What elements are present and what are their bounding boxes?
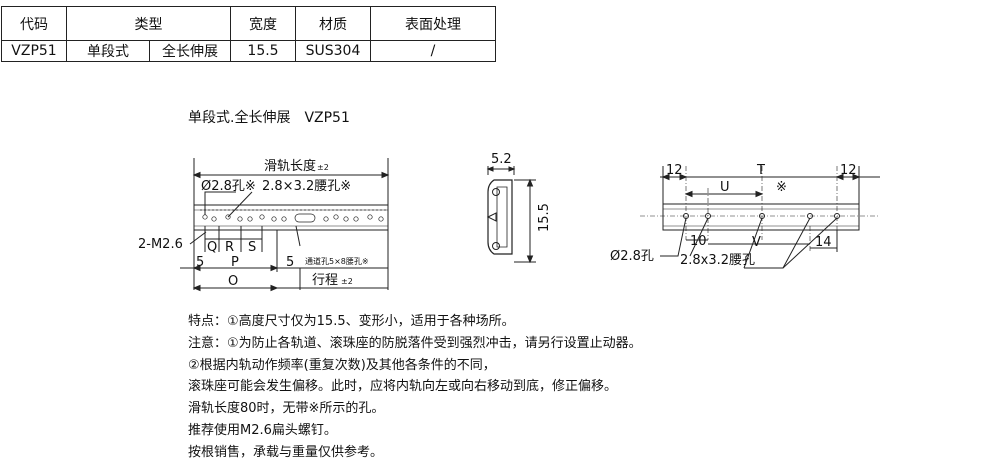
cell-surface: /	[370, 40, 496, 62]
front-stroke-tol: ±2	[341, 277, 353, 286]
front-slide-length-label: 滑轨长度	[264, 158, 316, 174]
spec-table: 代码 类型 宽度 材质 表面处理 VZP51 单段式 全长伸展 15.5 SUS…	[1, 6, 496, 62]
header-material: 材质	[295, 6, 371, 41]
side-view	[486, 166, 536, 264]
front-right-5: 5	[286, 255, 294, 270]
front-view	[180, 158, 390, 292]
front-o: O	[228, 274, 238, 289]
rear-mark: ※	[776, 180, 787, 195]
note-line: 注意：①为防止各轨道、滚珠座的防脱落件受到强烈冲击，请另行设置止动器。	[188, 335, 642, 351]
note-line: 推荐使用M2.6扁头螺钉。	[188, 422, 337, 438]
front-s: S	[248, 240, 256, 255]
cell-type-2: 全长伸展	[149, 40, 231, 62]
note-line: 滑轨长度80时，无带※所示的孔。	[188, 401, 385, 417]
front-q: Q	[207, 240, 217, 255]
front-p: P	[231, 255, 239, 270]
front-r: R	[225, 240, 234, 255]
rear-12-right: 12	[840, 163, 857, 178]
header-surface: 表面处理	[370, 6, 496, 41]
note-line: 特点：①高度尺寸仅为15.5、变形小，适用于各种场所。	[188, 314, 515, 329]
note-line: ②根据内轨动作频率(重复次数)及其他各条件的不同，	[188, 357, 496, 373]
header-code: 代码	[1, 6, 67, 41]
front-slot-label: 2.8×3.2腰孔※	[262, 179, 351, 194]
rear-v: V	[752, 235, 761, 250]
rear-14: 14	[815, 235, 832, 250]
rear-u: U	[720, 180, 730, 195]
note-line: 滚珠座可能会发生偏移。此时，应将内轨向左或向右移动到底，修正偏移。	[188, 379, 618, 395]
rear-slot-label: 2.8x3.2腰孔	[680, 253, 755, 268]
note-line: 按根销售，承载与重量仅供参考。	[188, 444, 384, 460]
header-type: 类型	[66, 6, 231, 41]
side-top-dim: 5.2	[491, 152, 512, 167]
front-stroke-label: 行程	[312, 273, 338, 288]
cell-width: 15.5	[230, 40, 296, 62]
rear-hole-label: Ø2.8孔	[610, 249, 654, 264]
front-hole-label: Ø2.8孔※	[201, 179, 256, 194]
front-screw-label: 2-M2.6	[138, 237, 183, 252]
rear-view	[640, 166, 880, 269]
front-left-5: 5	[196, 255, 204, 270]
side-height-dim: 15.5	[537, 203, 552, 232]
front-slide-length-tol: ±2	[317, 163, 329, 172]
notes-block: 特点：①高度尺寸仅为15.5、变形小，适用于各种场所。 注意：①为防止各轨道、滚…	[188, 311, 642, 464]
rear-10: 10	[690, 234, 707, 249]
rear-t: T	[756, 163, 765, 178]
rear-12-left: 12	[666, 163, 683, 178]
cell-type-1: 单段式	[66, 40, 150, 62]
cell-material: SUS304	[295, 40, 371, 62]
drawing-title: 单段式.全长伸展 VZP51	[188, 110, 350, 126]
front-pass-hole: 通道孔5×8腰孔※	[305, 256, 369, 266]
